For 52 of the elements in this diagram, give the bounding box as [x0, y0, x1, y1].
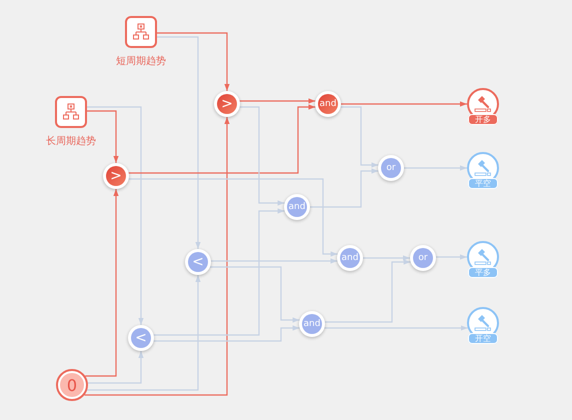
arrow [87, 275, 201, 391]
operator-circle [128, 325, 154, 351]
arrow [404, 165, 467, 171]
arrow [310, 168, 378, 208]
arrow [154, 325, 300, 342]
operator-circle [378, 155, 404, 181]
arrow [154, 208, 285, 336]
arrow [340, 106, 378, 168]
arrow [341, 101, 467, 107]
value-label: 0 [66, 376, 78, 394]
operator-circle [315, 91, 341, 117]
action-tag: 平空 [468, 178, 498, 189]
operator-circle [410, 245, 436, 271]
operator-label: or [386, 164, 396, 172]
node-label: 长周期趋势 [45, 134, 97, 148]
value-circle [56, 369, 88, 401]
operator-label: > [110, 169, 122, 183]
action-tag: 开多 [468, 114, 498, 125]
arrow [324, 259, 411, 323]
arrow [128, 178, 338, 257]
node-label: 短周期趋势 [115, 54, 167, 68]
arrow [87, 106, 144, 325]
arrow [84, 117, 230, 396]
operator-circle [284, 194, 310, 220]
operator-label: and [288, 202, 306, 212]
operator-label: or [418, 254, 428, 262]
action-tag: 开空 [468, 333, 498, 344]
arrow [88, 351, 144, 384]
operator-label: and [342, 254, 358, 262]
arrow [240, 98, 316, 104]
operator-circle [337, 245, 363, 271]
arrow [157, 32, 230, 91]
arrow [128, 104, 316, 174]
action-tag: 平多 [468, 267, 498, 278]
arrow [157, 36, 201, 249]
operator-label: < [192, 255, 204, 269]
arrow [240, 106, 285, 206]
operator-label: > [221, 97, 233, 111]
operator-circle [299, 311, 325, 337]
operator-circle [103, 163, 129, 189]
operator-label: and [320, 100, 336, 108]
operator-circle [214, 91, 240, 117]
arrow [87, 110, 119, 163]
arrow [363, 255, 410, 261]
arrow [210, 258, 338, 264]
operator-label: < [135, 331, 147, 345]
arrow [324, 325, 468, 331]
arrow [436, 254, 467, 260]
arrow [85, 189, 119, 377]
operator-label: and [304, 320, 320, 328]
operator-circle [185, 249, 211, 275]
arrow [210, 266, 300, 323]
